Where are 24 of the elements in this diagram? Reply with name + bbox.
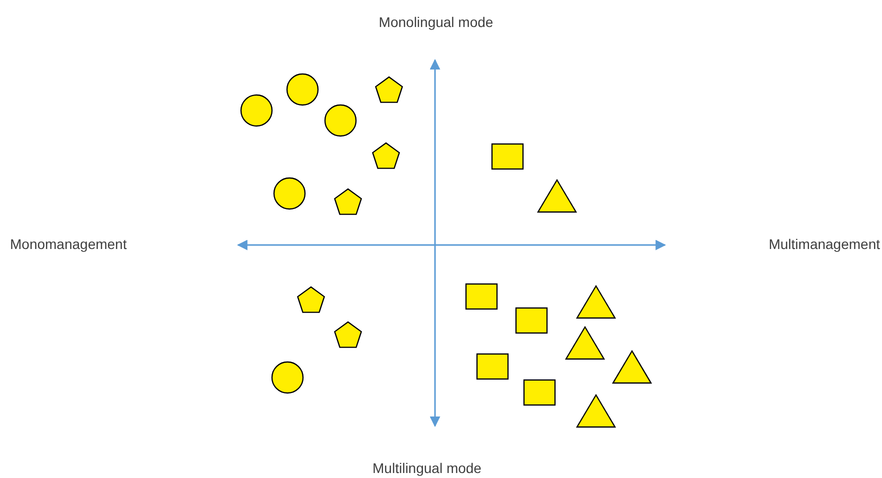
axis-label: Multimanagement [768, 236, 880, 252]
square-marker [464, 282, 498, 310]
circle-marker [272, 176, 306, 210]
square-marker [522, 378, 556, 406]
square-marker [514, 306, 548, 334]
circle-marker [240, 94, 272, 126]
pentagon-marker [333, 187, 363, 217]
square-marker [476, 352, 508, 380]
circle-marker [270, 360, 304, 394]
circle-marker [324, 104, 356, 136]
pentagon-marker [333, 320, 363, 350]
axis-label: Monomanagement [10, 236, 127, 252]
axis-label: Multilingual mode [372, 460, 482, 476]
triangle-marker [565, 326, 605, 360]
triangle-marker [576, 285, 616, 319]
square-marker [490, 142, 524, 170]
axis-label: Monolingual mode [378, 14, 494, 30]
pentagon-marker [296, 285, 326, 315]
triangle-marker [612, 350, 652, 384]
triangle-marker [537, 179, 577, 213]
pentagon-marker [374, 75, 404, 105]
triangle-marker [576, 394, 616, 428]
pentagon-marker [371, 141, 401, 171]
circle-marker [286, 72, 318, 106]
